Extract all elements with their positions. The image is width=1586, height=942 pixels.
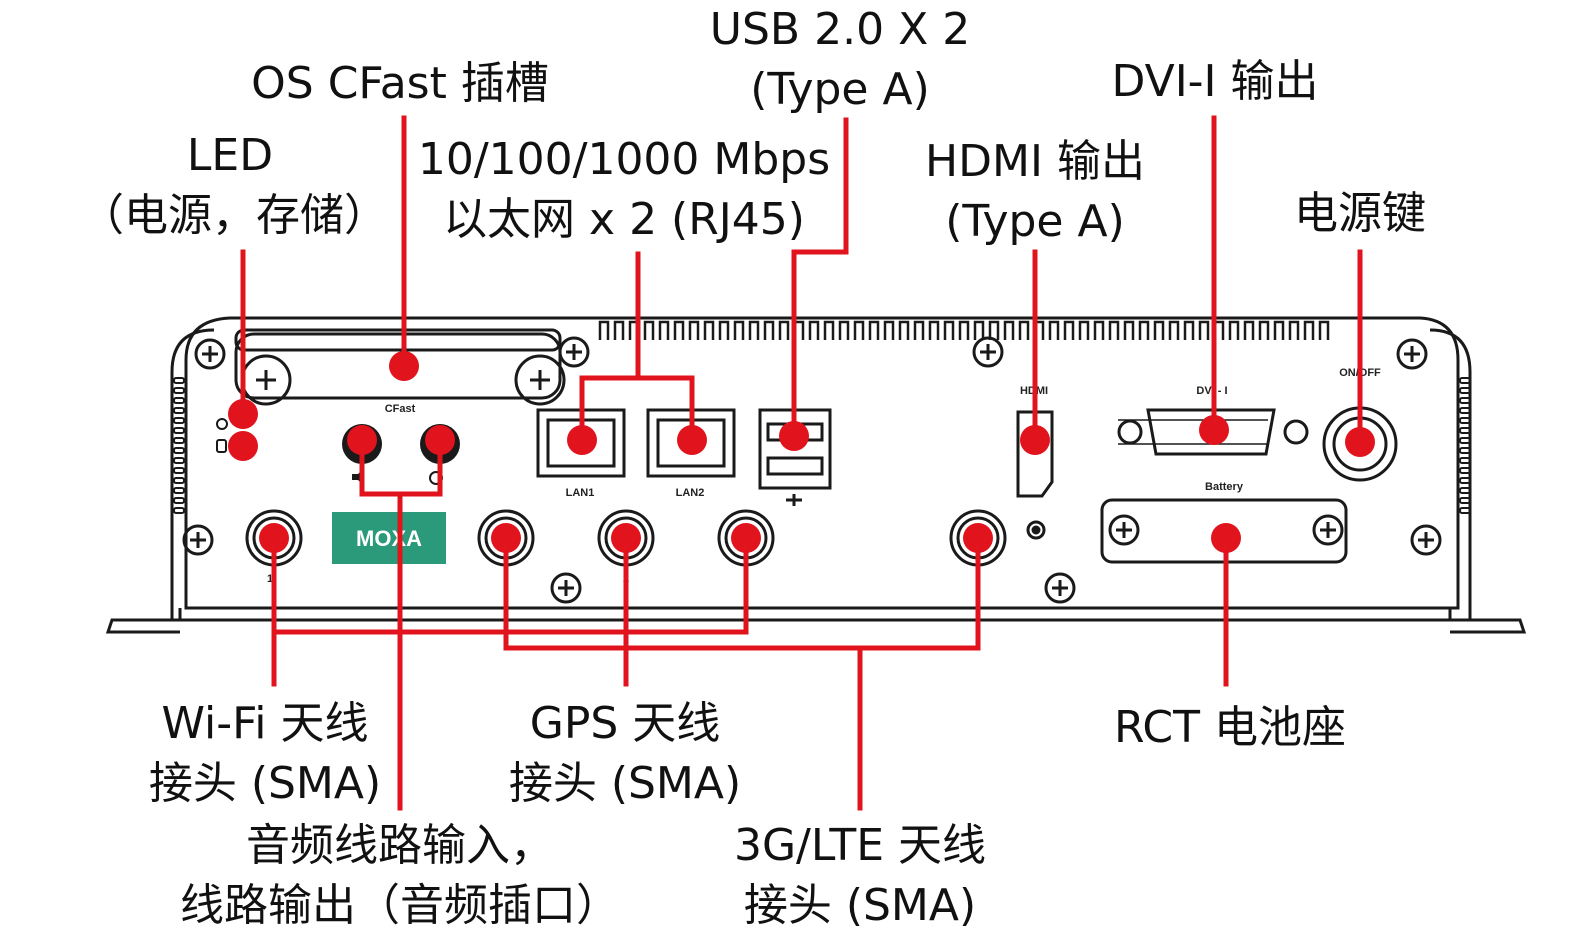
svg-text:MOXA: MOXA (356, 526, 422, 551)
lan2-label: LAN2 (676, 487, 705, 499)
heatsink-fins (598, 320, 1330, 340)
label-led: LED （电源，存储） (80, 130, 388, 241)
battery-label: Battery (1205, 481, 1244, 493)
label-wifi: Wi-Fi 天线 接头 (SMA) (148, 698, 382, 809)
hdmi-port (1016, 410, 1054, 540)
panel-screws (182, 336, 1442, 604)
label-audio: 音频线路输入， 线路输出（音频插口） (180, 820, 620, 931)
chassis (120, 316, 1520, 622)
label-gps: GPS 天线 接头 (SMA) (508, 698, 742, 809)
label-rtc: RCT 电池座 (1114, 702, 1346, 753)
callout-dots (228, 351, 1375, 553)
label-dvi: DVI-I 输出 (1111, 56, 1319, 107)
label-power: 电源键 (1294, 188, 1426, 239)
lan1-label: LAN1 (566, 487, 595, 499)
label-lte: 3G/LTE 天线 接头 (SMA) (733, 820, 987, 931)
label-hdmi: HDMI 输出 (Type A) (925, 136, 1145, 247)
label-usb: USB 2.0 X 2 (Type A) (709, 4, 971, 115)
label-lan: 10/100/1000 Mbps 以太网 x 2 (RJ45) (417, 134, 831, 245)
cfast-slot (234, 328, 566, 406)
label-cfast: OS CFast 插槽 (251, 58, 549, 109)
callout-lines (240, 115, 1363, 811)
antenna-1-label: 1 (267, 573, 273, 585)
side-vents (173, 377, 1471, 514)
dvi-port (1117, 408, 1309, 456)
cfast-panel-label: CFast (385, 403, 416, 415)
led-indicators (216, 418, 228, 453)
moxa-logo: MOXA (332, 512, 446, 564)
